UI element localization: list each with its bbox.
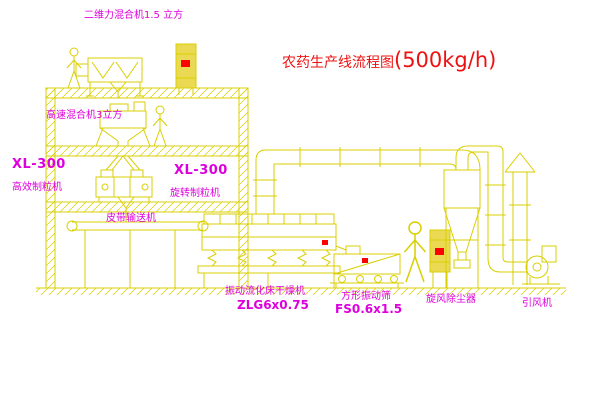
draft-fan [522,245,560,285]
indicator-dot-icon [435,248,444,255]
cyclone-separator [443,145,528,288]
indicator-dot-icon [322,240,328,245]
fluid-bed-dryer [197,213,347,288]
operator-figure-floor2 [152,105,168,147]
indicator-dot-icon [181,60,190,67]
operator-figure-roof [66,47,82,89]
label-screen-name: 方形振动筛 [341,291,391,302]
label-top-mixer: 二维力混合机1.5 立方 [84,10,184,21]
granulator [95,169,153,222]
diagram-title: 农药生产线流程图(500kg/h) [282,48,496,72]
indicator-dot-icon [362,258,368,263]
belt-conveyor [66,220,209,288]
label-high-speed-mixer: 高速混合机3立方 [46,110,123,121]
control-cabinet-top [175,43,197,95]
label-granulator-left-model: XL-300 [12,157,66,172]
feed-chute [105,155,141,171]
label-fan: 引风机 [522,298,552,309]
label-dryer-model: ZLG6x0.75 [237,298,309,312]
label-belt-conveyor: 皮带输送机 [106,213,156,224]
label-granulator-mid-model: XL-300 [174,163,228,178]
exhaust-duct [253,147,481,214]
top-mixer [75,57,144,98]
building-structure [45,87,249,289]
operator-figure-ground [403,221,427,283]
chimney-stack [504,152,536,285]
label-cyclone: 旋风除尘器 [426,294,476,305]
diagram-title-text: 农药生产线流程图 [282,55,394,71]
label-granulator-mid-name: 旋转制粒机 [170,188,220,199]
control-cabinet-right [429,229,451,288]
label-screen-model: FS0.6x1.5 [335,302,403,316]
diagram-title-rate: (500kg/h) [394,48,497,72]
label-dryer-name: 振动流化床干燥机 [225,286,305,297]
label-granulator-left-name: 高效制粒机 [12,182,62,193]
high-speed-mixer [95,101,151,147]
vibrating-screen [330,245,404,288]
